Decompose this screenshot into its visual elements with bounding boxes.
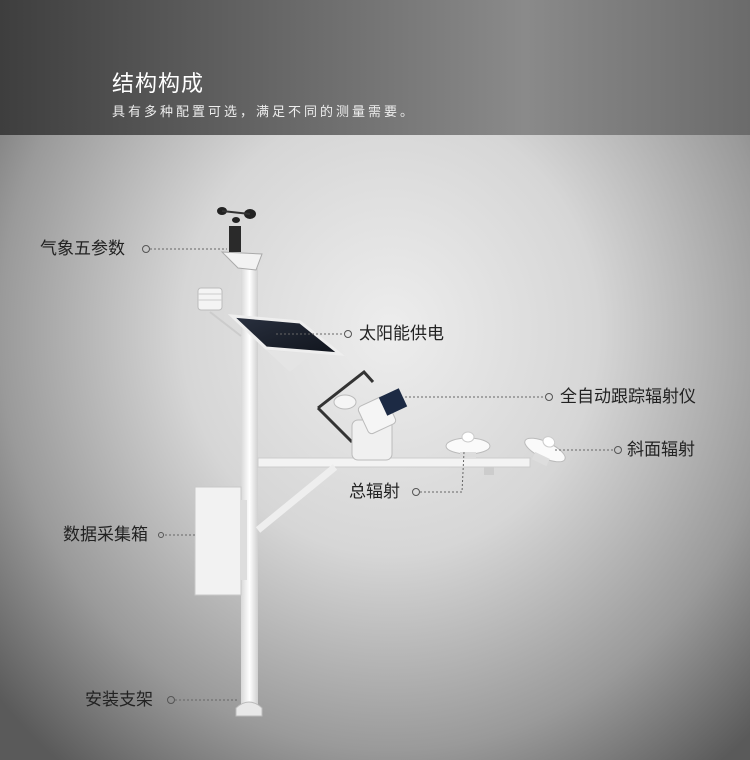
anemometer-cups [217, 207, 256, 223]
radiation-shield [197, 287, 242, 337]
label-solar-power: 太阳能供电 [359, 324, 444, 344]
logger-box [194, 486, 242, 596]
page-title: 结构构成 [112, 72, 205, 97]
tilted-pyranometer [524, 436, 566, 467]
solar-panel-bracket [266, 350, 312, 372]
crossbar [257, 457, 531, 468]
label-sun-tracker: 全自动跟踪辐射仪 [560, 387, 696, 407]
label-mounting-bracket: 安装支架 [85, 690, 153, 710]
leader-dots [142, 245, 622, 704]
global-pyranometer [445, 431, 494, 475]
header-band: 结构构成 具有多种配置可选，满足不同的测量需要。 [0, 0, 750, 135]
pole-base [235, 701, 263, 717]
pole [241, 268, 258, 708]
top-bracket [220, 251, 263, 271]
leader-lines [150, 248, 613, 701]
label-global-radiation: 总辐射 [349, 482, 400, 502]
label-data-logger: 数据采集箱 [63, 525, 148, 545]
sun-tracker [316, 369, 408, 461]
brace [255, 464, 338, 533]
solar-panel [227, 314, 345, 356]
label-tilted-radiation: 斜面辐射 [627, 440, 695, 460]
page-subtitle: 具有多种配置可选，满足不同的测量需要。 [112, 105, 417, 120]
anemometer-body [229, 226, 241, 252]
label-weather-five-params: 气象五参数 [40, 239, 125, 259]
